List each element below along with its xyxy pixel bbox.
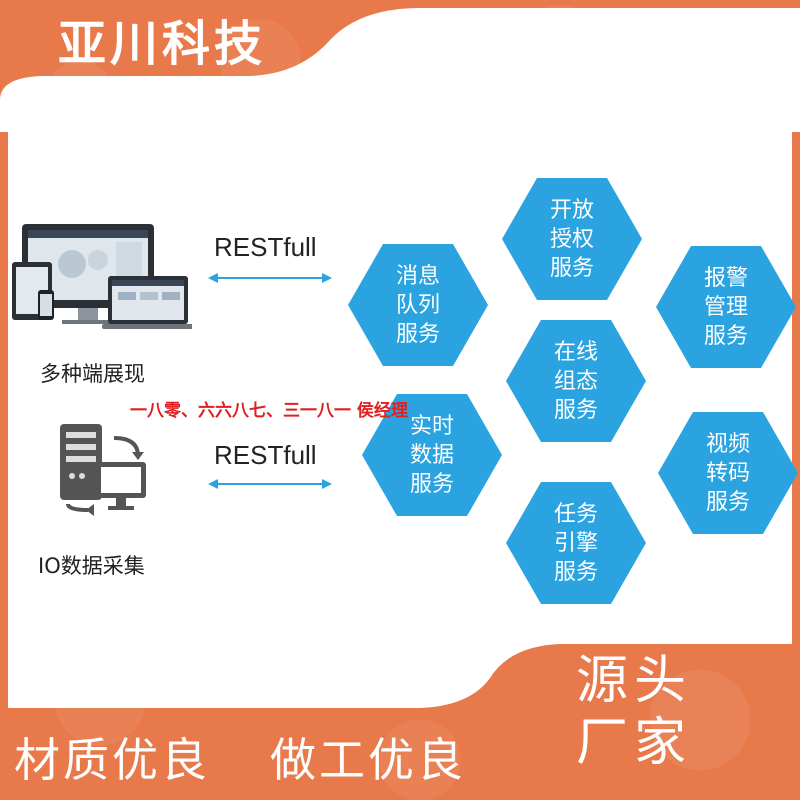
service-hex-realtime-data: 实时数据服务 — [362, 394, 502, 516]
service-hex-label: 视频转码服务 — [705, 431, 750, 515]
service-hex-message-queue: 消息队列服务 — [348, 244, 488, 366]
service-hex-label: 在线组态服务 — [553, 339, 598, 423]
multi-device-icon — [12, 224, 192, 329]
header-white-shape — [0, 0, 800, 132]
service-hex-label: 实时数据服务 — [409, 413, 454, 497]
service-hex-open-auth: 开放授权服务 — [502, 178, 642, 300]
service-hex-label: 消息队列服务 — [395, 263, 440, 347]
service-hex-task-engine: 任务引擎服务 — [506, 482, 646, 604]
contact-watermark: 一八零、六六八七、三一八一 侯经理 — [130, 401, 408, 421]
bottom-link-label: RESTfull — [214, 440, 317, 470]
slogan-right: 做工优良 — [270, 733, 466, 787]
side-tag-line2: 厂家 — [576, 713, 693, 773]
brand-title: 亚川科技 — [58, 16, 267, 72]
service-hex-video-transcode: 视频转码服务 — [658, 412, 798, 534]
server-monitor-icon — [60, 424, 146, 516]
side-tag: 源头 厂家 — [576, 650, 776, 774]
bottom-bidirectional-arrow — [208, 479, 332, 489]
side-tag-line1: 源头 — [576, 651, 693, 711]
service-hex-label: 开放授权服务 — [549, 197, 594, 281]
diagram-panel — [8, 132, 792, 640]
panel-bottom-edge — [8, 638, 792, 708]
bottom-endpoint-label: IO数据采集 — [38, 554, 145, 578]
service-hex-label: 报警管理服务 — [703, 265, 748, 349]
top-bidirectional-arrow — [208, 273, 332, 283]
slogan-left: 材质优良 — [14, 733, 210, 787]
top-link-label: RESTfull — [214, 232, 317, 262]
service-hex-online-config: 在线组态服务 — [506, 320, 646, 442]
top-endpoint-label: 多种端展现 — [40, 362, 145, 386]
service-hex-alarm-management: 报警管理服务 — [656, 246, 796, 368]
service-hex-label: 任务引擎服务 — [553, 501, 598, 585]
